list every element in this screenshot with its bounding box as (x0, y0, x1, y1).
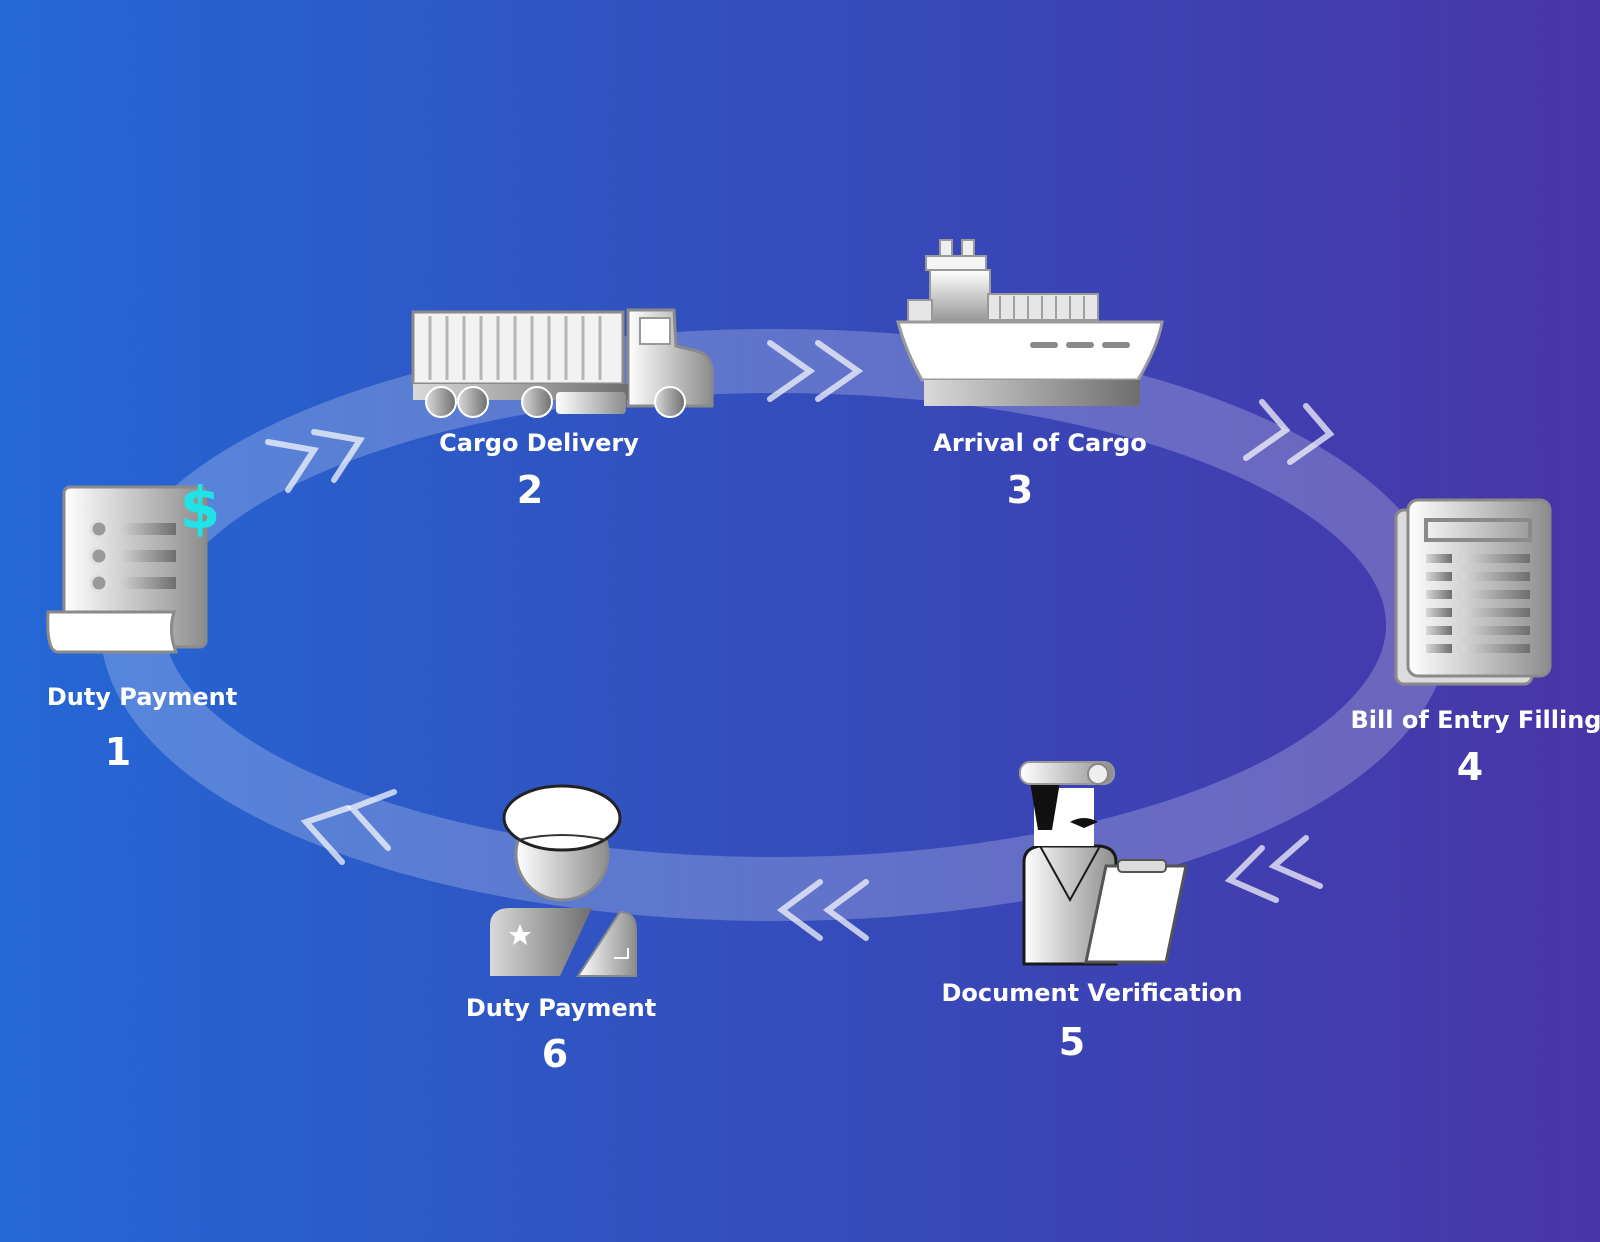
arrow-chevrons-4-to-5 (1224, 835, 1323, 903)
officer-icon (490, 784, 637, 977)
step-5-title: Document Verification (941, 979, 1243, 1007)
step-3-number: 3 (1006, 468, 1034, 512)
step-1-number: 1 (104, 730, 132, 774)
arrow-chevrons-2-to-3 (767, 340, 864, 402)
step-6-number: 6 (541, 1032, 569, 1076)
svg-text:$: $ (180, 474, 220, 542)
arrow-chevrons-1-to-2 (265, 429, 365, 493)
officer-clipboard-icon (1019, 761, 1188, 966)
step-2-number: 2 (516, 468, 544, 512)
step-2-title: Cargo Delivery (439, 429, 639, 457)
step-4-number: 4 (1456, 745, 1484, 789)
cycle-ring (100, 329, 1450, 921)
step-6-title: Duty Payment (465, 994, 657, 1022)
document-icon (1394, 498, 1552, 686)
step-1-title: Duty Payment (46, 683, 238, 711)
step-3-title: Arrival of Cargo (933, 429, 1147, 457)
arrow-chevrons-5-to-6 (776, 879, 869, 941)
ship-icon (896, 239, 1164, 406)
arrow-chevrons-3-to-4 (1243, 399, 1335, 465)
arrow-chevrons-6-to-1 (300, 789, 397, 865)
receipt-dollar-icon: $ (46, 474, 220, 654)
truck-icon (411, 308, 714, 418)
step-4-title: Bill of Entry Filling (1350, 706, 1600, 734)
step-5-number: 5 (1058, 1020, 1086, 1064)
